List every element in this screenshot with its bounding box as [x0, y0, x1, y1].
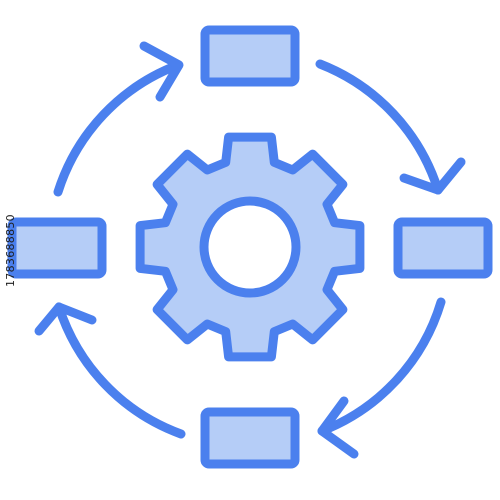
gear-center-hole — [199, 196, 301, 298]
arrow-top-right — [315, 59, 466, 195]
arrow-bottom-left — [34, 302, 186, 439]
arrow-top-left — [53, 41, 184, 197]
bottom-node-box — [200, 407, 300, 469]
left-node-box — [7, 217, 107, 279]
top-node-box — [200, 25, 300, 87]
arrow-bottom-right — [317, 297, 446, 459]
right-node-box — [393, 217, 493, 279]
